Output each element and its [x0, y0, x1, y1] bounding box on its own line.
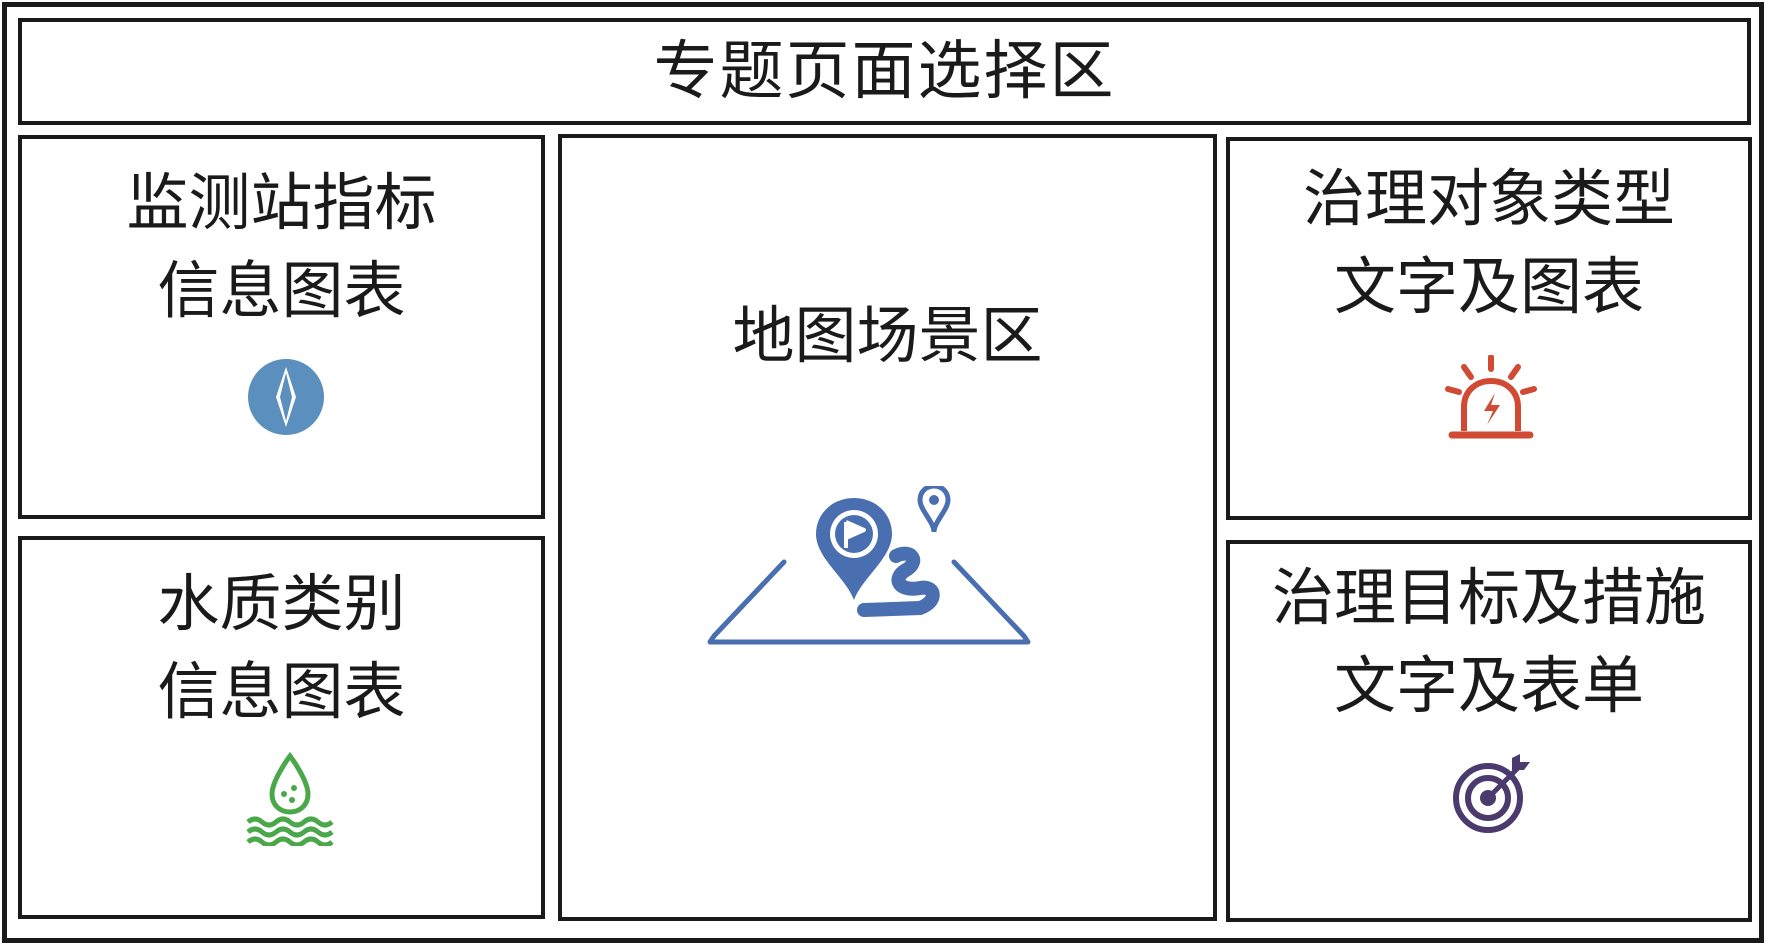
- water-drop-waves-icon: [246, 752, 334, 846]
- map-scene-panel[interactable]: 地图场景区: [558, 134, 1217, 921]
- water-quality-label-line2: 信息图表: [157, 655, 406, 728]
- governance-object-label: 治理对象类型 文字及图表: [1230, 155, 1748, 331]
- governance-target-label: 治理目标及措施 文字及表单: [1230, 554, 1748, 730]
- governance-object-label-line1: 治理对象类型: [1302, 162, 1675, 235]
- governance-target-panel[interactable]: 治理目标及措施 文字及表单: [1226, 540, 1752, 922]
- water-quality-panel[interactable]: 水质类别 信息图表: [18, 536, 545, 919]
- compass-icon: [248, 359, 324, 435]
- governance-target-label-line1: 治理目标及措施: [1271, 561, 1706, 634]
- water-quality-label-line1: 水质类别: [157, 567, 406, 640]
- monitor-station-label-line1: 监测站指标: [126, 166, 437, 239]
- map-scene-label: 地图场景区: [562, 292, 1213, 380]
- page-title: 专题页面选择区: [653, 34, 1116, 109]
- map-scene-label-line1: 地图场景区: [732, 299, 1043, 372]
- map-route-icon: [707, 486, 1031, 645]
- monitor-station-label-line2: 信息图表: [157, 254, 406, 327]
- governance-object-panel[interactable]: 治理对象类型 文字及图表: [1226, 137, 1752, 520]
- topic-page-selector[interactable]: 专题页面选择区: [18, 18, 1751, 125]
- water-quality-label: 水质类别 信息图表: [22, 560, 541, 736]
- monitor-station-panel[interactable]: 监测站指标 信息图表: [18, 135, 545, 519]
- governance-target-label-line2: 文字及表单: [1333, 649, 1644, 722]
- governance-object-label-line2: 文字及图表: [1333, 250, 1644, 323]
- alarm-light-icon: [1445, 355, 1537, 439]
- monitor-station-label: 监测站指标 信息图表: [22, 159, 541, 335]
- target-icon: [1453, 754, 1530, 833]
